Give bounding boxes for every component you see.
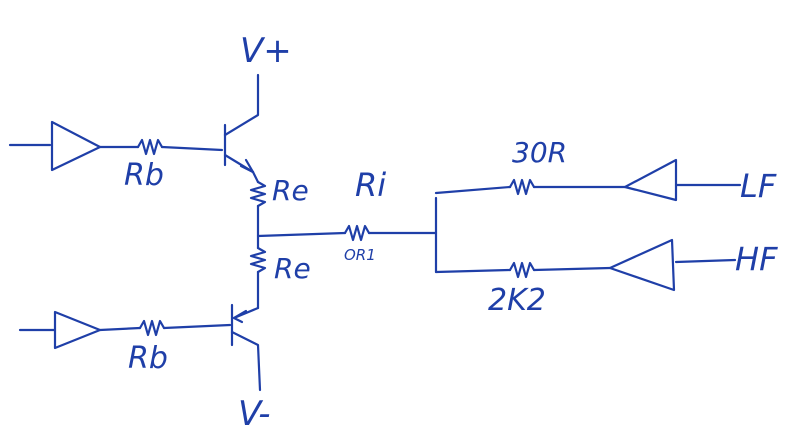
resistor-re-top xyxy=(249,180,267,208)
resistor-rb-top xyxy=(136,138,164,156)
label-re-top: Re xyxy=(272,174,309,207)
output-buffer-hf xyxy=(608,238,737,292)
label-rb-top: Rb xyxy=(124,158,164,193)
label-hf: HF xyxy=(735,240,778,278)
resistor-ri xyxy=(343,224,371,242)
wire-bottom-base xyxy=(162,323,232,330)
label-v-plus: V+ xyxy=(240,31,292,71)
wire-emitter-top xyxy=(251,170,260,184)
label-re-bottom: Re xyxy=(274,252,311,285)
output-buffer-lf xyxy=(623,158,742,202)
resistor-hf xyxy=(508,261,536,279)
label-v-minus: V- xyxy=(238,394,271,434)
label-rb-bottom: Rb xyxy=(128,341,168,376)
wire-hf-branch xyxy=(434,268,512,274)
wire-bottom-input xyxy=(98,326,142,332)
input-buffer-top xyxy=(8,120,102,172)
wire-top-base xyxy=(160,145,224,152)
transistor-bottom xyxy=(230,303,262,392)
transistor-top xyxy=(223,73,260,174)
label-ri: Ri xyxy=(355,166,386,204)
input-buffer-bottom xyxy=(18,310,102,350)
resistor-re-bottom xyxy=(249,246,267,274)
resistor-rb-bottom xyxy=(138,319,166,337)
resistor-lf xyxy=(508,178,536,196)
label-r-lf-value: 30R xyxy=(512,136,567,169)
wire-lf-branch xyxy=(434,185,512,195)
label-r-hf-value: 2K2 xyxy=(488,283,546,318)
wire-hf-to-buffer xyxy=(532,266,612,272)
label-ri-value: OR1 xyxy=(344,246,376,264)
wire-to-ri xyxy=(256,231,347,238)
label-lf: LF xyxy=(740,167,777,205)
